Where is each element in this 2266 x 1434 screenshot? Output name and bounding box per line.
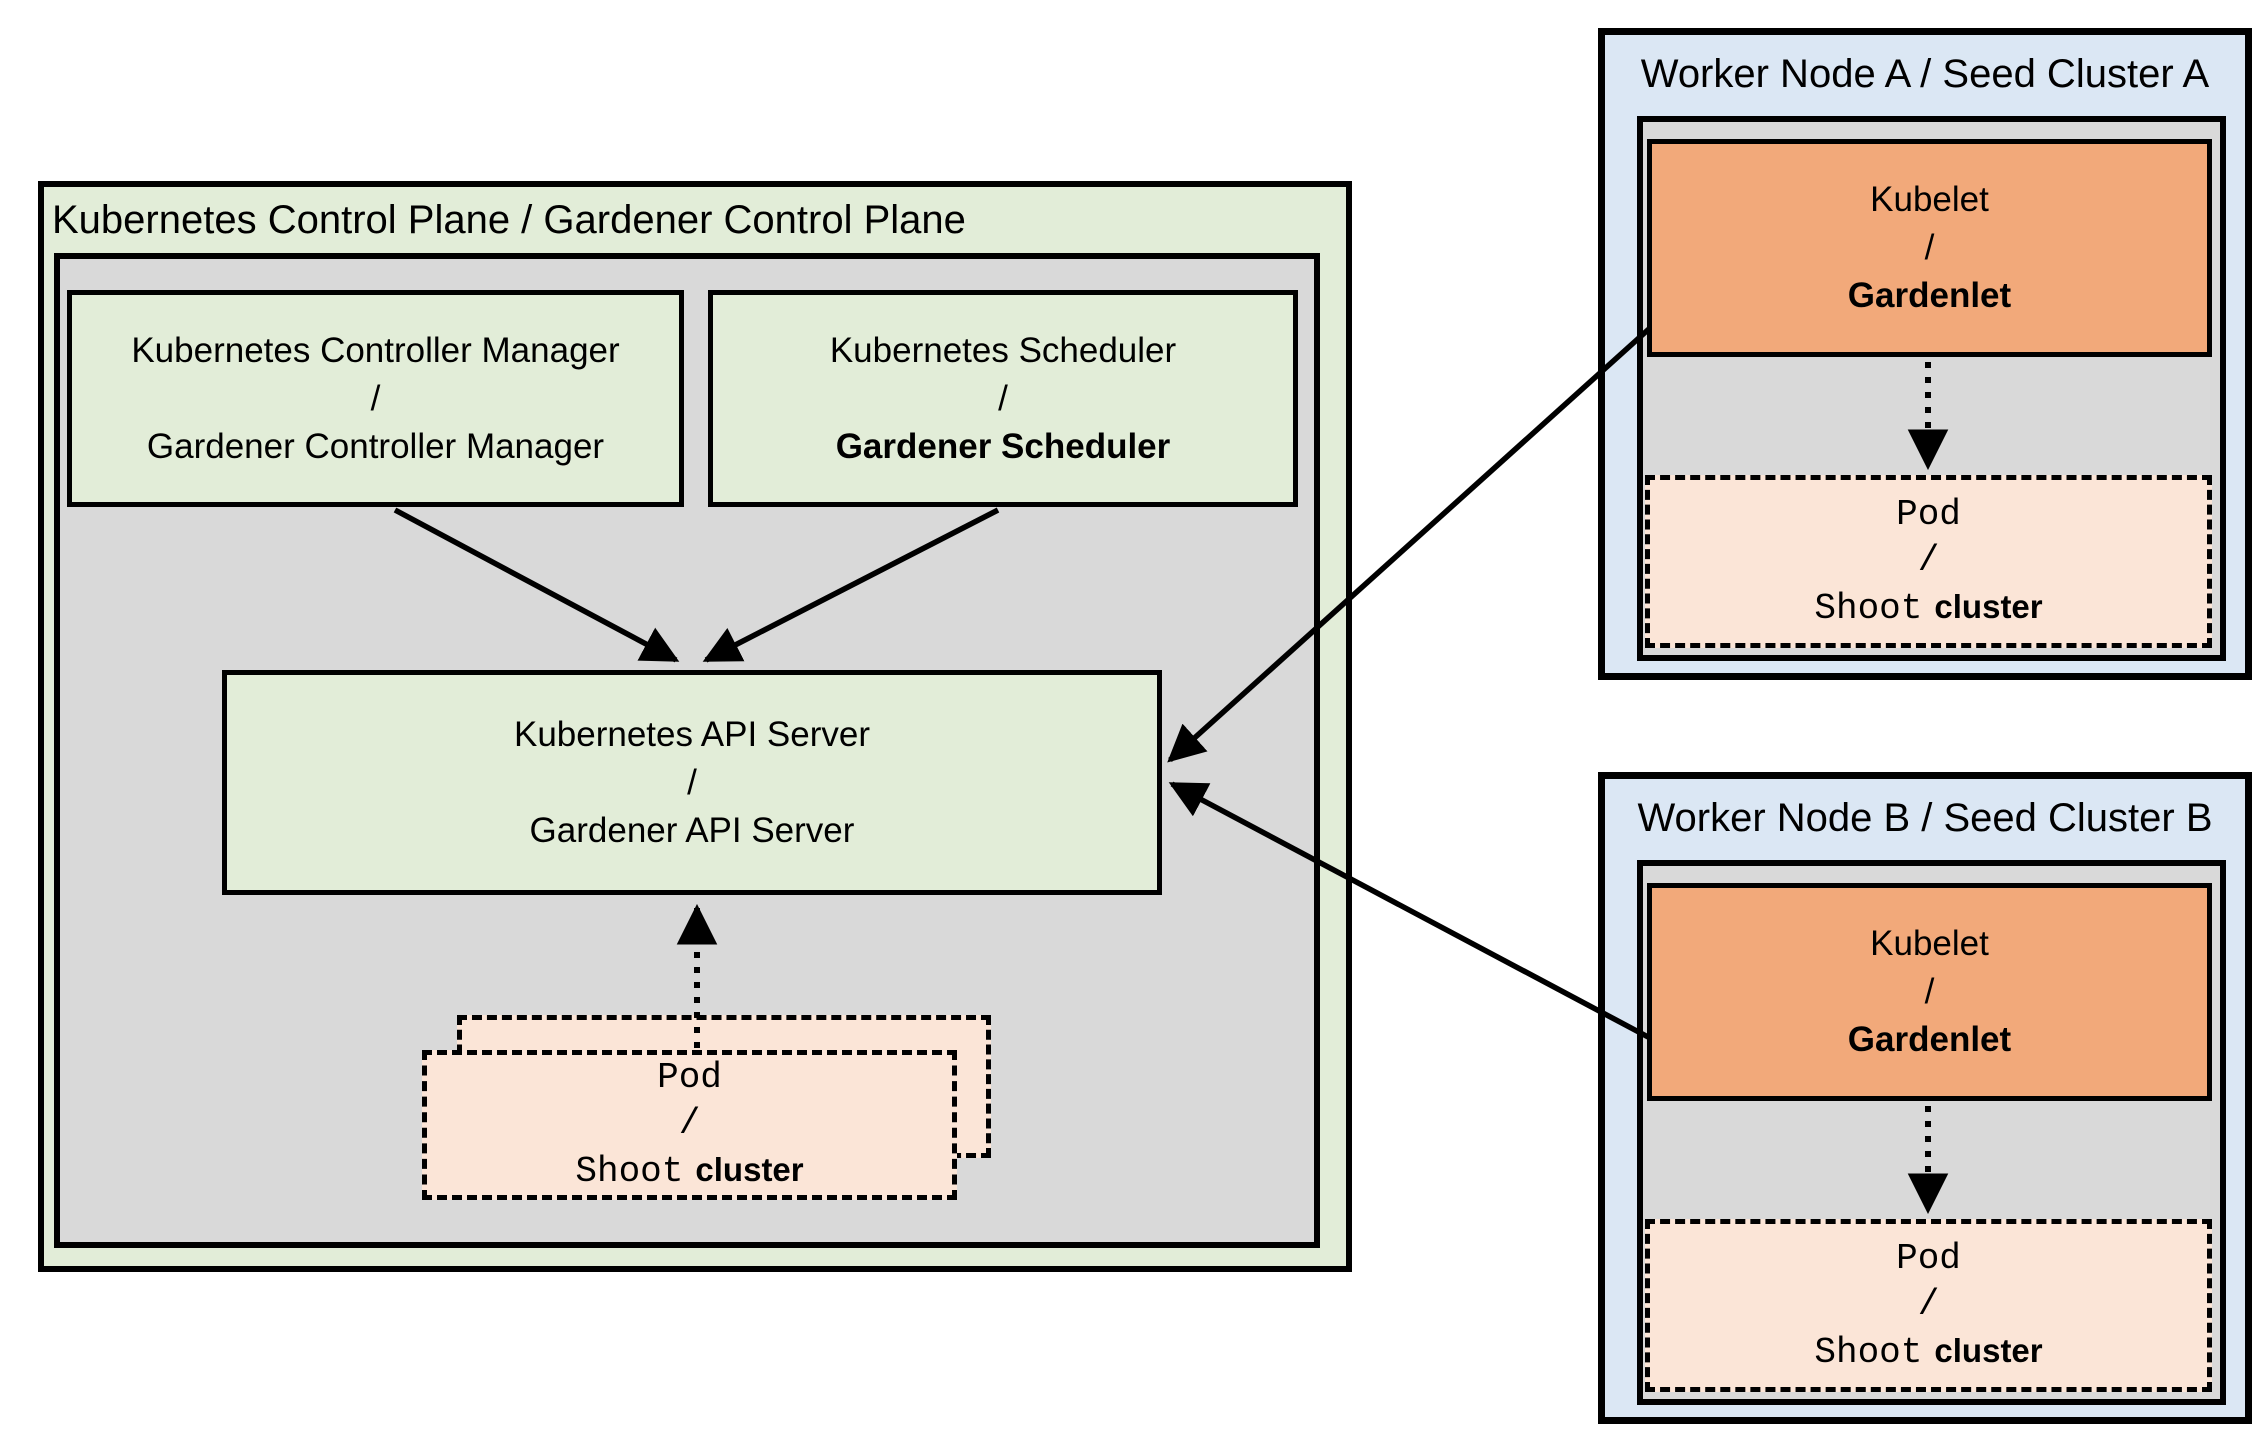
worker-b-kubelet-box: Kubelet / Gardenlet: [1647, 883, 2212, 1101]
scheduler-line-top: Kubernetes Scheduler: [829, 330, 1177, 370]
worker-a-pod-separator: /: [1917, 539, 1940, 581]
scheduler-line-bottom: Gardener Scheduler: [835, 426, 1171, 466]
worker-b-shoot-code: Shoot: [1814, 1331, 1923, 1373]
pod-shoot-cluster-box: Pod / Shoot cluster: [422, 1050, 957, 1200]
worker-b-pod-separator: /: [1917, 1283, 1940, 1325]
worker-b-kubelet-line-bottom: Gardenlet: [1847, 1020, 2012, 1059]
controller-manager-box: Kubernetes Controller Manager / Gardener…: [67, 290, 684, 507]
worker-a-kubelet-box: Kubelet / Gardenlet: [1647, 139, 2212, 357]
worker-a-kubelet-separator: /: [1924, 228, 1935, 267]
api-server-line-top: Kubernetes API Server: [513, 714, 871, 754]
api-server-line-bottom: Gardener API Server: [529, 810, 855, 850]
pod-cluster-text: cluster: [695, 1151, 804, 1188]
worker-b-kubelet-line-top: Kubelet: [1870, 924, 1989, 963]
worker-b-kubelet-separator: /: [1924, 972, 1935, 1011]
worker-a-kubelet-line-top: Kubelet: [1870, 180, 1989, 219]
control-plane-title: Kubernetes Control Plane / Gardener Cont…: [52, 197, 966, 242]
api-server-box: Kubernetes API Server / Gardener API Ser…: [222, 670, 1162, 895]
pod-line-top: Pod: [657, 1057, 722, 1098]
pod-shoot-code: Shoot: [575, 1151, 684, 1192]
worker-b-pod-line-bottom: Shoot cluster: [1814, 1328, 2042, 1376]
scheduler-box: Kubernetes Scheduler / Gardener Schedule…: [708, 290, 1298, 507]
scheduler-separator: /: [998, 378, 1008, 418]
controller-manager-line-top: Kubernetes Controller Manager: [131, 330, 620, 370]
worker-a-shoot-code: Shoot: [1814, 587, 1923, 629]
worker-node-b-title: Worker Node B / Seed Cluster B: [1637, 795, 2213, 840]
worker-b-cluster-text: cluster: [1934, 1331, 2043, 1369]
controller-manager-separator: /: [370, 378, 381, 418]
worker-node-a-title: Worker Node A / Seed Cluster A: [1640, 51, 2210, 96]
worker-a-pod-line-bottom: Shoot cluster: [1814, 584, 2042, 632]
worker-b-pod-line-top: Pod: [1896, 1237, 1961, 1279]
pod-line-bottom: Shoot cluster: [575, 1147, 803, 1195]
worker-a-kubelet-line-bottom: Gardenlet: [1847, 276, 2012, 315]
api-server-separator: /: [687, 762, 697, 802]
worker-a-pod-line-top: Pod: [1896, 493, 1961, 535]
worker-a-cluster-text: cluster: [1934, 587, 2043, 625]
worker-a-pod-box: Pod / Shoot cluster: [1645, 475, 2212, 648]
pod-separator: /: [678, 1103, 701, 1144]
controller-manager-line-bottom: Gardener Controller Manager: [146, 426, 605, 466]
worker-b-pod-box: Pod / Shoot cluster: [1645, 1219, 2212, 1392]
